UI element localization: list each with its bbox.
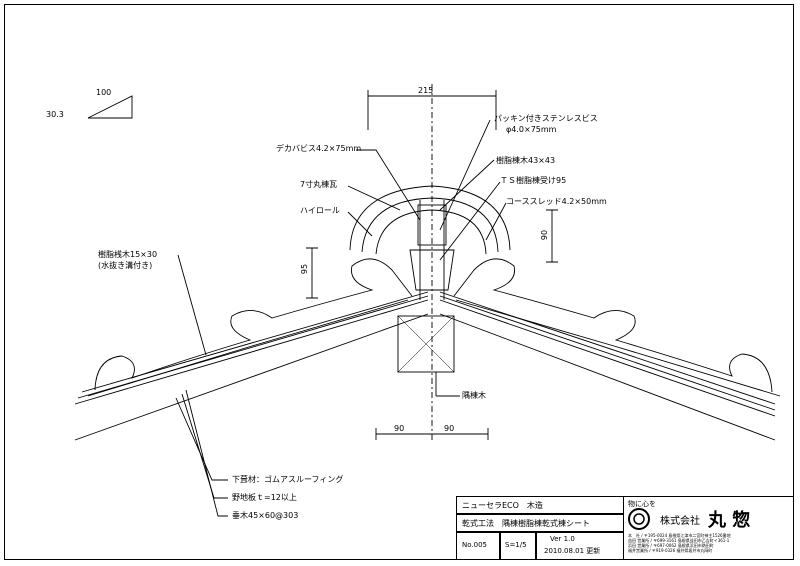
dim-left-label: 95 <box>300 263 310 275</box>
resin-ridge-wood-label: 樹脂棟木43×43 <box>496 156 556 165</box>
hip-ridge-wood-box <box>397 315 455 373</box>
ts-ridge-support-label: ＴＳ樹脂棟受け95 <box>500 176 567 185</box>
dim-top-label: 215 <box>418 86 434 95</box>
stainless-screw-size-label: φ4.0×75mm <box>506 125 557 134</box>
title-project-cell <box>456 496 624 514</box>
project-title: ニューセラECO 木造 <box>462 501 543 510</box>
dim-top <box>367 90 497 130</box>
underlay-label: 下葺材：ゴムアスルーフィング <box>232 475 344 484</box>
address-line-1: 本 社 / 〒195-0024 島根県江津市二宮町神主1526番地 <box>628 533 731 538</box>
hip-ridge-wood-label: 隅棟木 <box>462 391 486 400</box>
method-title: 乾式工法 隅棟樹脂棟乾式棟シート <box>462 519 590 528</box>
slope-run-label: 100 <box>96 88 112 97</box>
resin-batten-note: (水抜き溝付き) <box>98 261 153 270</box>
tiles-right <box>453 258 773 393</box>
company-slogan: 物に心を <box>628 500 656 508</box>
tiles-left <box>94 258 413 391</box>
drawing-border <box>4 4 794 560</box>
address-line-2: 益田 営業所 / 〒699-3161 島根県益田市乙吉町イ361-1 <box>628 538 730 543</box>
coarse-thread-label: コーススレッド4.2×50mm <box>506 197 607 206</box>
roof-line-right-1 <box>439 313 776 441</box>
company-logo <box>628 508 650 530</box>
dim-right <box>546 209 558 263</box>
dim-bottom-right-label: 90 <box>444 424 455 433</box>
company-type: 株式会社 <box>660 516 700 527</box>
stainless-screw-label: パッキン付きステンレスビス <box>494 114 598 123</box>
dim-left <box>306 247 318 299</box>
ridge-tile-label: 7寸丸棟瓦 <box>300 180 338 189</box>
address-line-3: 浜田 営業所 / 〒697-0062 島根県浜田市熱田町 <box>628 543 714 548</box>
drawing-number: No.005 <box>462 541 487 549</box>
roof-line-left-1 <box>74 313 429 441</box>
slope-triangle <box>87 95 133 119</box>
deck-screw-label: デカバビス4.2×75mm <box>276 144 362 153</box>
slope-rise-label: 30.3 <box>46 110 64 119</box>
rafter-label: 垂木45×60@303 <box>232 511 299 520</box>
resin-batten-label: 樹脂桟木15×30 <box>98 250 158 259</box>
dim-right-label: 90 <box>540 229 550 241</box>
title-version-cell <box>536 532 624 560</box>
title-number-cell <box>456 532 500 560</box>
drawing-scale: S=1/5 <box>505 541 527 549</box>
company-name: 丸 惣 <box>708 510 751 531</box>
address-line-4: 福井営業所 / 〒919-0326 福井県坂井市丸岡町 <box>628 548 713 553</box>
sheathing-label: 野地板ｔ=12以上 <box>232 493 297 502</box>
dim-bottom <box>375 428 489 440</box>
title-method-cell <box>456 514 624 532</box>
title-scale-cell <box>500 532 536 560</box>
high-roll-label: ハイロール <box>300 206 340 215</box>
dim-bottom-left-label: 90 <box>394 424 405 433</box>
drawing-date: 2010.08.01 更新 <box>544 547 601 555</box>
drawing-version: Ver 1.0 <box>550 535 575 543</box>
